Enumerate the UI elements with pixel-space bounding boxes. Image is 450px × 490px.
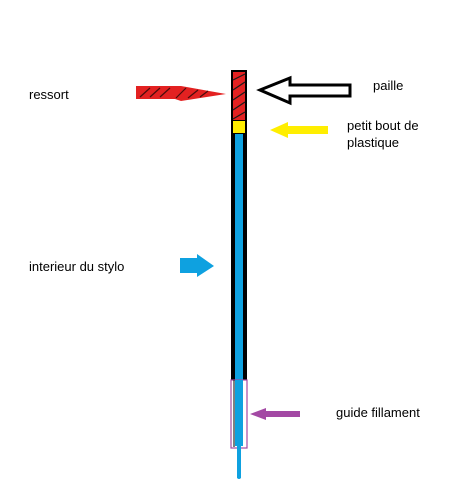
spring-coil xyxy=(232,111,246,120)
spring-coil xyxy=(232,91,246,101)
label-ressort: ressort xyxy=(29,87,69,102)
guide-tube-fill xyxy=(235,380,243,446)
label-paille: paille xyxy=(373,78,404,93)
arrow-paille xyxy=(256,75,352,106)
arrow-guide xyxy=(250,408,300,420)
arrow-interieur xyxy=(180,254,214,277)
label-guide: guide fillament xyxy=(336,405,420,420)
label-petit-bout-line2: plastique xyxy=(347,135,400,150)
plastic-piece xyxy=(233,121,245,133)
spring-coil xyxy=(232,73,246,81)
spring-coil xyxy=(232,81,246,91)
filament-tip xyxy=(237,475,241,479)
arrow-petit-bout xyxy=(270,122,328,138)
filament-tail xyxy=(237,446,241,478)
arrow-ressort xyxy=(136,86,226,101)
label-petit-bout-line1: petit bout de xyxy=(347,118,419,133)
pen-interior xyxy=(235,134,243,380)
label-interieur: interieur du stylo xyxy=(29,259,125,274)
spring-coil xyxy=(232,101,246,111)
